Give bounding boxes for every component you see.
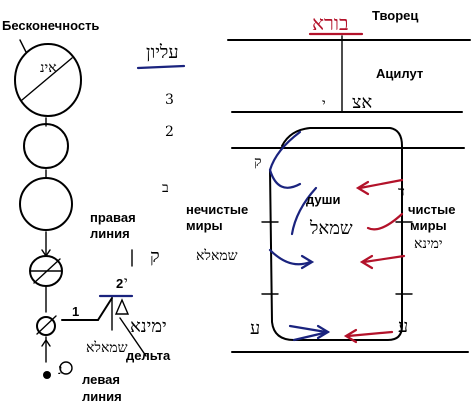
left-line-label-1: левая <box>82 372 120 387</box>
pure-worlds-label-2: миры <box>410 218 447 233</box>
mark-1: 1 <box>72 304 79 319</box>
blue-arrowhead-3 <box>300 254 315 270</box>
blue-arrow-3 <box>268 248 312 266</box>
yud-mark: י <box>124 274 128 290</box>
souls-label: души <box>306 192 340 207</box>
impure-worlds-label-2: миры <box>186 218 223 233</box>
num-3: 3 <box>165 92 174 108</box>
elyon-hebrew: עליון <box>146 42 179 63</box>
ayin-left: ע <box>250 318 260 339</box>
creator-label: Творец <box>372 8 418 23</box>
infinity-circle <box>14 43 82 117</box>
red-arrowhead-1 <box>355 180 370 196</box>
infinity-pointer <box>19 39 27 53</box>
red-arrow-3 <box>362 254 406 264</box>
yud-top: י <box>322 96 326 112</box>
left-rise <box>97 297 113 321</box>
delta-label: дельта <box>126 348 171 363</box>
impure-worlds-label-1: нечистые <box>186 202 248 217</box>
arrow-5 <box>41 338 51 347</box>
loop-top-blue <box>268 130 302 172</box>
ayin-right: ע <box>398 316 408 337</box>
elyon-underline <box>136 64 186 70</box>
pure-worlds-label-1: чистые <box>408 202 455 217</box>
pure-hebrew: ימינא <box>414 236 443 252</box>
red-arrow-1 <box>358 178 404 190</box>
dalet-right: ד <box>398 184 405 200</box>
red-arrow-4 <box>346 330 394 338</box>
origin-point <box>43 371 51 379</box>
blue-arrow-2 <box>290 186 318 236</box>
left-line-label-2: линия <box>82 389 122 404</box>
infinity-circle-hebrew: אינ <box>40 60 57 76</box>
blue-arrowhead-4 <box>316 324 331 340</box>
kuf-left: ק <box>254 154 262 170</box>
delta-triangle <box>114 298 130 315</box>
circle-5 <box>36 316 56 336</box>
boreh-hebrew: בורא <box>312 11 349 35</box>
loop-bottom-blue <box>292 330 330 342</box>
bet-hebrew: ב <box>162 180 169 196</box>
souls-hebrew: שמאל <box>309 218 353 239</box>
num-2: 2 <box>165 124 174 140</box>
red-arrowhead-4 <box>343 328 358 344</box>
infinity-label: Бесконечность <box>2 18 99 33</box>
left-hebrew: שמאלא <box>86 340 128 356</box>
mark-2: 2 <box>116 276 123 291</box>
kuf-hebrew: ק <box>150 246 160 267</box>
infinity-diameter <box>21 57 73 101</box>
impure-hebrew: שמאלא <box>196 248 238 264</box>
delta-pointer <box>119 317 147 357</box>
right-line-label-2: линия <box>90 226 130 241</box>
atzilut-label: Ацилут <box>376 66 423 81</box>
souls-loop <box>269 127 403 341</box>
right-line-label-1: правая <box>90 210 136 225</box>
circle-3 <box>19 177 73 231</box>
circle-5-diag <box>36 315 57 335</box>
blue-arrow-1 <box>268 168 302 189</box>
circle-2 <box>23 123 69 169</box>
circle-4-diag <box>33 258 61 284</box>
circle-4 <box>29 255 63 287</box>
red-arrow-2 <box>366 212 404 231</box>
gimel-circle <box>59 361 73 375</box>
atzilut-hebrew: אצ <box>352 92 372 113</box>
blue-arrow-4 <box>288 324 328 334</box>
red-arrowhead-3 <box>359 254 374 270</box>
right-hebrew: ימינא <box>130 316 167 337</box>
